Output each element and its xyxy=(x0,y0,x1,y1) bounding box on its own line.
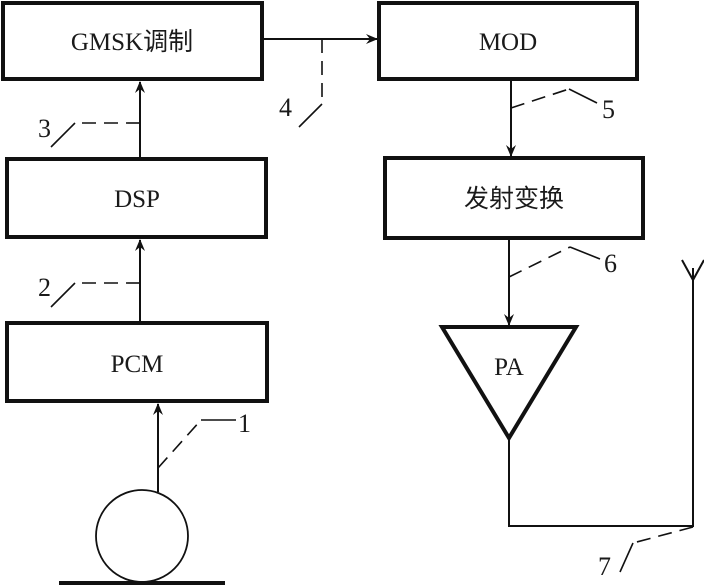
callout-1: 1 xyxy=(157,409,251,469)
callout-4-label: 4 xyxy=(279,93,292,122)
callout-5-label: 5 xyxy=(602,95,615,124)
gmsk-modulation-block: GMSK调制 xyxy=(1,1,264,81)
circle-microphone-icon xyxy=(59,489,225,585)
callout-4: 4 xyxy=(279,39,323,128)
callout-2-label: 2 xyxy=(38,273,51,302)
transmit-conversion-block: 发射变换 xyxy=(383,156,645,240)
callout-1-label: 1 xyxy=(238,409,251,438)
callout-2: 2 xyxy=(38,273,140,308)
pcm-block: PCM xyxy=(5,321,269,403)
pa-label: PA xyxy=(494,354,524,381)
antenna-icon xyxy=(681,259,704,283)
mod-block: MOD xyxy=(377,1,639,81)
mod-label: MOD xyxy=(479,29,537,56)
triangle-amplifier-icon: PA xyxy=(438,325,580,442)
pcm-label: PCM xyxy=(111,351,164,378)
callout-6-label: 6 xyxy=(604,249,617,278)
callout-7-label: 7 xyxy=(598,552,611,581)
callout-3: 3 xyxy=(38,114,140,148)
dsp-label: DSP xyxy=(114,186,160,213)
dsp-block: DSP xyxy=(5,157,268,239)
callout-5: 5 xyxy=(510,88,615,124)
callout-7: 7 xyxy=(598,526,694,581)
transmit-conversion-label: 发射变换 xyxy=(464,185,564,213)
callout-3-label: 3 xyxy=(38,114,51,143)
gmsk-label: GMSK调制 xyxy=(71,28,193,56)
callout-6: 6 xyxy=(508,246,617,278)
pa-to-antenna-line xyxy=(508,268,694,527)
